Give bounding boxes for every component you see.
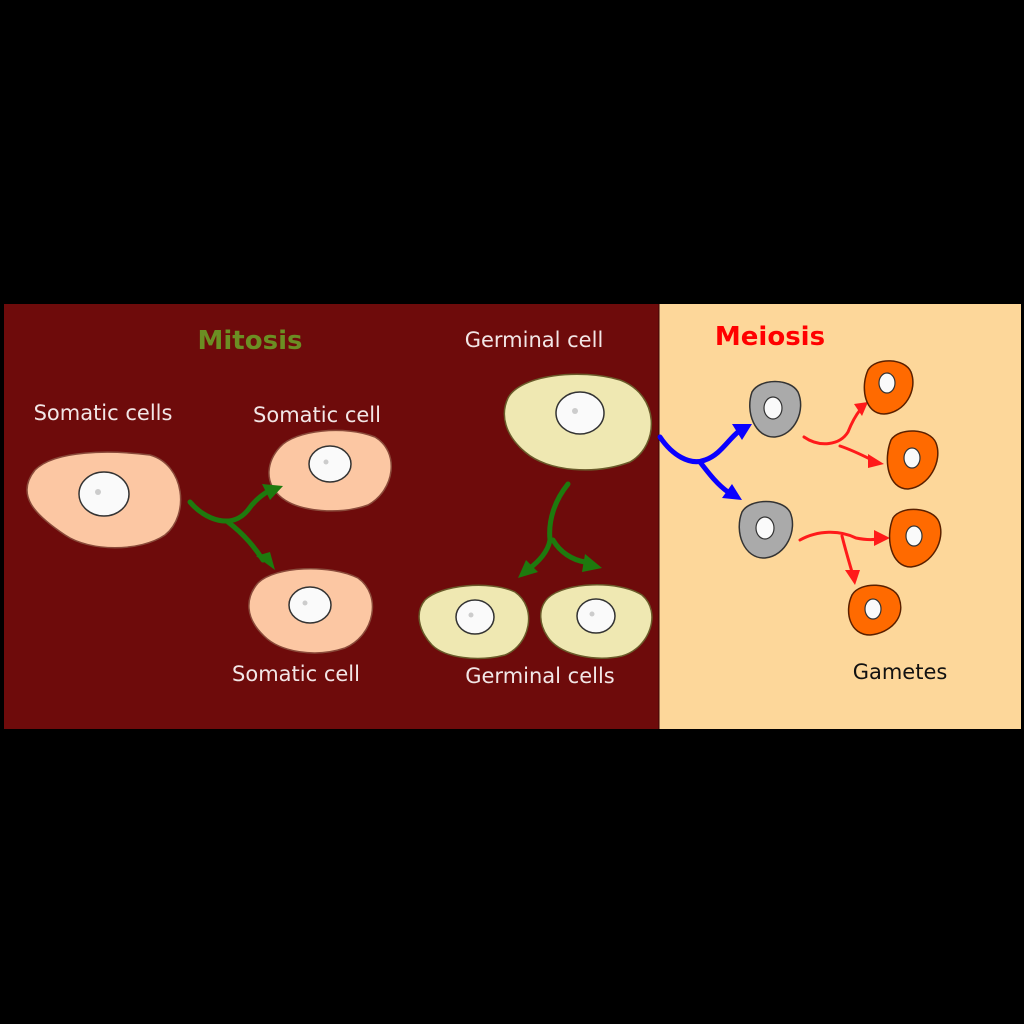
nucleolus	[302, 600, 308, 606]
meiosis-panel	[659, 304, 1021, 729]
arrowhead	[518, 560, 538, 578]
arrowhead	[732, 424, 752, 440]
gamete-cell-2	[886, 430, 939, 490]
arrowhead	[874, 530, 890, 546]
somatic-parent-cell	[26, 451, 182, 549]
germinal-cell-label: Germinal cell	[465, 328, 604, 352]
arrowhead	[854, 402, 868, 416]
cell-nucleus	[555, 391, 605, 435]
meiosis-title: Meiosis	[715, 322, 825, 352]
meiosis-intermediate-cell-top	[749, 380, 802, 438]
germinal-cells-label: Germinal cells	[465, 664, 615, 688]
cell-nucleus	[755, 516, 775, 540]
germinal-daughter-cell-right	[540, 584, 653, 659]
gamete-arrow-bottom	[798, 530, 890, 585]
somatic-cells-label: Somatic cells	[34, 401, 173, 425]
gamete-cell-3	[888, 508, 942, 568]
cell-nucleus	[455, 599, 495, 635]
somatic-cell-top-label: Somatic cell	[253, 403, 381, 427]
somatic-division-arrow	[187, 484, 283, 570]
arrowhead	[845, 570, 860, 585]
meiosis-split-arrow	[657, 424, 752, 500]
arrowhead	[722, 484, 742, 500]
cell-nucleus	[763, 396, 783, 420]
somatic-cell-bottom-label: Somatic cell	[232, 662, 360, 686]
cell-nucleus	[878, 372, 896, 394]
germinal-parent-cell	[503, 373, 652, 471]
arrowhead	[582, 554, 602, 572]
nucleolus	[95, 489, 101, 495]
arrowhead	[868, 454, 884, 468]
germinal-division-arrow	[518, 481, 602, 578]
cell-nucleus	[308, 445, 352, 483]
cell-nucleus	[576, 598, 616, 634]
cell-nucleus	[288, 586, 332, 624]
nucleolus	[323, 459, 329, 465]
nucleolus	[572, 408, 578, 414]
meiosis-intermediate-cell-bottom	[738, 500, 794, 559]
gamete-cell-1	[863, 360, 914, 415]
cell-nucleus	[903, 447, 921, 469]
mitosis-title: Mitosis	[198, 326, 303, 356]
cell-nucleus	[78, 471, 130, 517]
nucleolus	[468, 612, 474, 618]
somatic-daughter-cell-bottom	[248, 567, 374, 654]
cell-nucleus	[864, 598, 882, 620]
cell-nucleus	[905, 525, 923, 547]
somatic-daughter-cell-top	[268, 429, 392, 512]
arrowhead	[262, 484, 283, 500]
gametes-label: Gametes	[853, 660, 948, 684]
nucleolus	[589, 611, 595, 617]
germinal-daughter-cell-left	[418, 584, 530, 660]
arrowhead	[256, 552, 275, 570]
gamete-cell-4	[847, 584, 902, 636]
gamete-arrow-top	[802, 402, 884, 468]
